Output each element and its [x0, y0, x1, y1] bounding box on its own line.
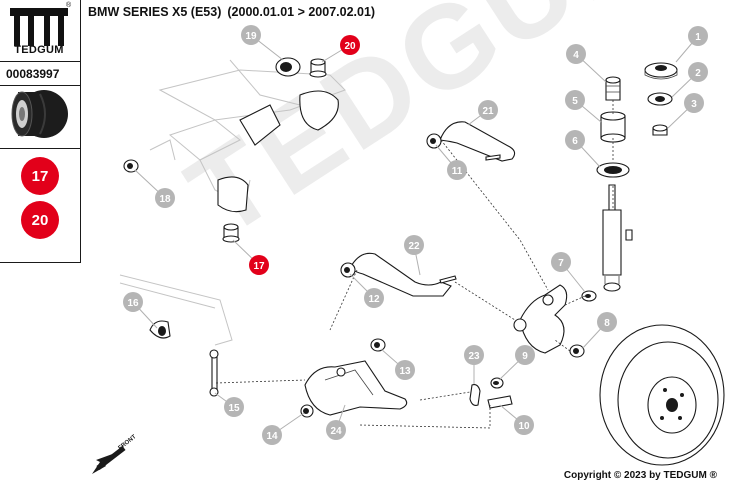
bushing-13 [370, 338, 386, 352]
svg-text:11: 11 [452, 166, 463, 177]
dust-cover-5 [600, 111, 626, 143]
svg-text:20: 20 [344, 41, 356, 52]
svg-text:4: 4 [573, 50, 579, 61]
link-23 [469, 384, 481, 406]
bushing-18 [123, 159, 139, 173]
production-dates: (2000.01.01 > 2007.02.01) [227, 5, 376, 19]
svg-text:10: 10 [518, 421, 530, 432]
callout-5: 5 [565, 90, 585, 110]
control-arm-22 [340, 252, 457, 297]
svg-text:13: 13 [399, 366, 411, 377]
product-sidebar: ® TEDGUM 00083997 17 20 [0, 0, 81, 263]
svg-text:18: 18 [159, 194, 171, 205]
bushing-8 [569, 344, 585, 358]
callout-22: 22 [404, 235, 424, 255]
callout-3: 3 [684, 93, 704, 113]
svg-text:6: 6 [572, 136, 578, 147]
bushing-product-image [11, 90, 68, 138]
assembly-lines [215, 100, 614, 429]
callout-18: 18 [155, 188, 175, 208]
svg-text:16: 16 [127, 298, 139, 309]
stabilizer-bar [119, 274, 233, 346]
callout-6: 6 [565, 130, 585, 150]
callout-24: 24 [326, 420, 346, 440]
svg-text:17: 17 [253, 261, 265, 272]
svg-text:7: 7 [558, 258, 564, 269]
bushing-17 [222, 223, 240, 243]
svg-text:19: 19 [245, 31, 257, 42]
bushing-7 [581, 290, 597, 302]
shock-absorber [602, 184, 633, 292]
spring-seat-6 [596, 162, 630, 178]
divider [0, 85, 80, 86]
callout-4: 4 [566, 44, 586, 64]
control-arm-21 [426, 121, 516, 162]
part-number: 00083997 [6, 67, 60, 81]
callout-13: 13 [395, 360, 415, 380]
svg-text:2: 2 [695, 68, 701, 79]
vehicle-model: BMW SERIES X5 (E53) [88, 5, 222, 19]
bushing-9 [490, 377, 504, 389]
svg-text:15: 15 [228, 403, 240, 414]
callout-21: 21 [478, 100, 498, 120]
callout-17: 17 [249, 255, 269, 275]
stabilizer-link-15 [209, 349, 219, 397]
front-arrow-icon: FRONT [92, 434, 138, 474]
front-label: FRONT [118, 434, 138, 452]
bushing-20 [309, 58, 327, 78]
pin-10 [487, 395, 513, 409]
callout-9: 9 [515, 345, 535, 365]
callout-19: 19 [241, 25, 261, 45]
svg-text:3: 3 [691, 99, 697, 110]
callout-16: 16 [123, 292, 143, 312]
svg-text:21: 21 [482, 106, 494, 117]
trailing-arm-24 [304, 360, 408, 416]
callout-7: 7 [551, 252, 571, 272]
position-badge-17: 17 [21, 157, 59, 195]
bushing-19 [275, 57, 301, 77]
bearing-2 [647, 92, 673, 106]
svg-text:24: 24 [330, 426, 342, 437]
bushing-14 [300, 404, 314, 418]
callout-10: 10 [514, 415, 534, 435]
strut-mount-1 [644, 62, 678, 80]
copyright-footer: Copyright © 2023 by TEDGUM ® [564, 470, 720, 481]
rear-subframe [149, 59, 346, 213]
svg-text:9: 9 [522, 351, 528, 362]
callout-12: 12 [364, 288, 384, 308]
brand-name: TEDGUM [14, 44, 64, 56]
bump-stop-4 [605, 76, 621, 101]
wheel-carrier [513, 284, 568, 354]
callout-2: 2 [688, 62, 708, 82]
callout-15: 15 [224, 397, 244, 417]
svg-text:22: 22 [408, 241, 420, 252]
svg-text:23: 23 [468, 351, 480, 362]
page-title: BMW SERIES X5 (E53) (2000.01.01 > 2007.02… [88, 5, 381, 19]
registered-mark: ® [66, 2, 72, 9]
callout-14: 14 [262, 425, 282, 445]
tedgum-logo-icon [10, 8, 68, 46]
svg-text:5: 5 [572, 96, 578, 107]
position-badge-20: 20 [21, 201, 59, 239]
callout-1: 1 [688, 26, 708, 46]
divider [0, 148, 80, 149]
divider [0, 61, 80, 62]
copyright-text: Copyright © 2023 by TEDGUM ® [563, 470, 717, 481]
svg-text:8: 8 [604, 318, 610, 329]
callout-23: 23 [464, 345, 484, 365]
nut-3 [652, 124, 668, 136]
svg-text:14: 14 [266, 431, 278, 442]
callout-8: 8 [597, 312, 617, 332]
svg-text:12: 12 [368, 294, 380, 305]
callout-11: 11 [447, 160, 467, 180]
svg-text:1: 1 [695, 32, 701, 43]
callout-20: 20 [340, 35, 360, 55]
brake-disc-wheel [599, 324, 725, 466]
